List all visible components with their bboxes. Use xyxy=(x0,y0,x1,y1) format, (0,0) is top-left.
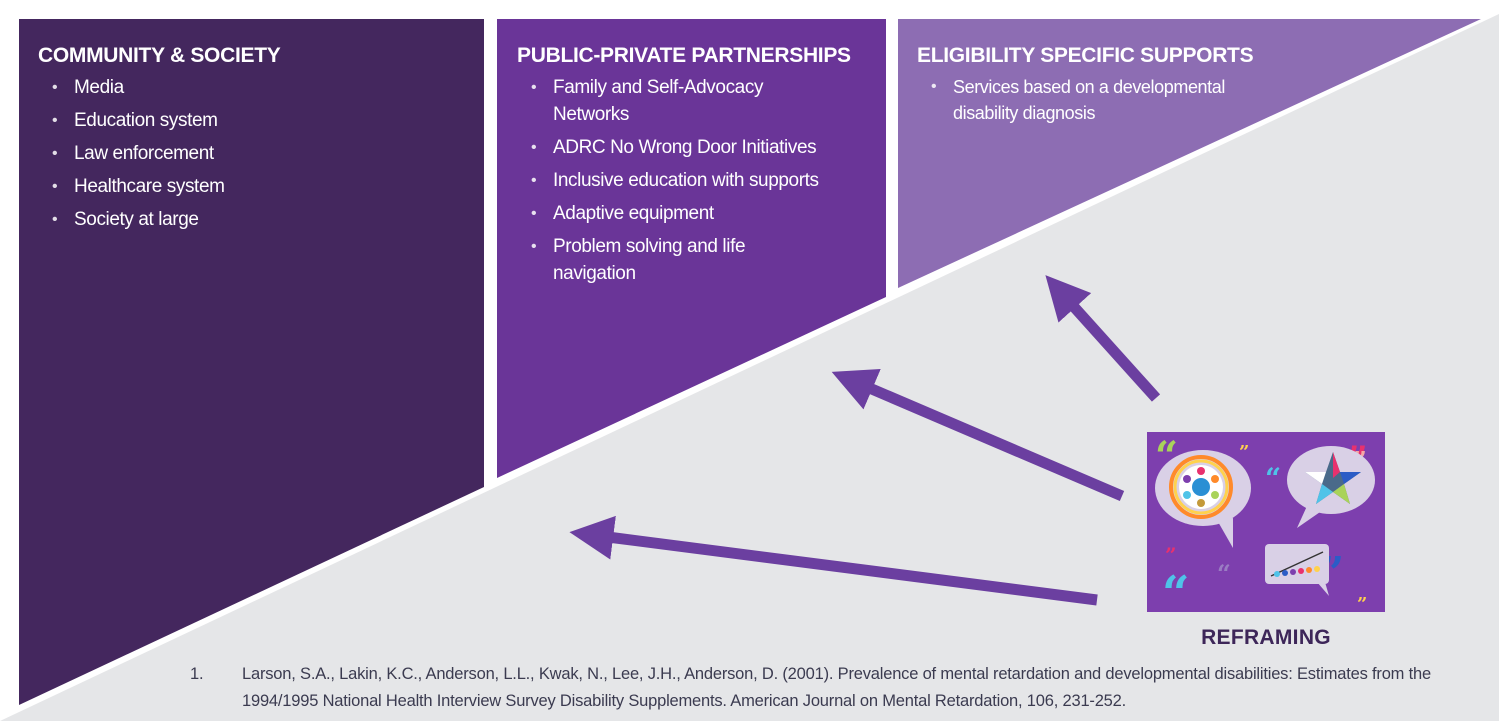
list-item: ADRC No Wrong Door Initiatives xyxy=(517,134,867,161)
wheel-diagram-icon xyxy=(1169,455,1233,519)
panel-list: Media Education system Law enforcement H… xyxy=(38,74,280,233)
list-item: Family and Self-Advocacy Networks xyxy=(517,74,783,128)
reference-note: 1. Larson, S.A., Lakin, K.C., Anderson, … xyxy=(190,661,1490,715)
list-item: Services based on a developmental disabi… xyxy=(917,74,1233,126)
panel-list: Services based on a developmental disabi… xyxy=(917,74,1253,126)
svg-text:”: ” xyxy=(1357,594,1367,612)
panel-public-private-partnerships: PUBLIC-PRIVATE PARTNERSHIPS Family and S… xyxy=(517,44,867,293)
list-item: Law enforcement xyxy=(38,140,280,167)
list-item: Society at large xyxy=(38,206,280,233)
list-item: Media xyxy=(38,74,280,101)
panel-title: ELIGIBILITY SPECIFIC SUPPORTS xyxy=(917,44,1254,67)
reframing-illustration: “ ” “ ” ” ” “ “ ” ” “ xyxy=(1147,432,1385,612)
panel-eligibility-specific-supports: ELIGIBILITY SPECIFIC SUPPORTS Services b… xyxy=(917,44,1254,132)
list-item: Inclusive education with supports xyxy=(517,167,867,194)
star-icon xyxy=(1305,452,1361,504)
reference-number: 1. xyxy=(190,665,204,683)
list-item: Healthcare system xyxy=(38,173,280,200)
svg-text:”: ” xyxy=(1239,442,1249,463)
reframing-label: REFRAMING xyxy=(1201,626,1331,649)
svg-text:”: ” xyxy=(1165,543,1177,567)
svg-text:“: “ xyxy=(1162,566,1190,612)
panel-title: COMMUNITY & SOCIETY xyxy=(38,44,281,67)
panel-community-society: COMMUNITY & SOCIETY Media Education syst… xyxy=(38,44,281,239)
list-item: Education system xyxy=(38,107,280,134)
list-item: Adaptive equipment xyxy=(517,200,867,227)
panel-title: PUBLIC-PRIVATE PARTNERSHIPS xyxy=(517,44,851,67)
svg-text:“: “ xyxy=(1265,462,1281,495)
panel-list: Family and Self-Advocacy Networks ADRC N… xyxy=(517,74,867,287)
reference-text: Larson, S.A., Lakin, K.C., Anderson, L.L… xyxy=(242,665,1431,710)
svg-text:“: “ xyxy=(1217,559,1231,588)
growth-chart-icon xyxy=(1265,544,1329,596)
list-item: Problem solving and life navigation xyxy=(517,233,753,287)
